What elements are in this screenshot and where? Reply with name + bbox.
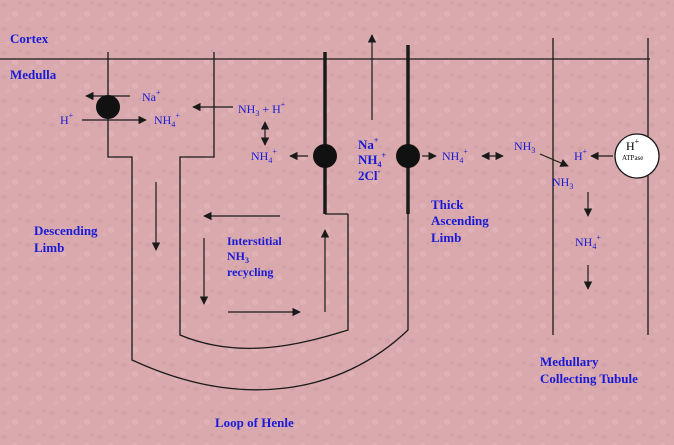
h-atpase-pump [614,133,660,179]
nh4-ion-label-descending: NH4+ [154,111,180,129]
nh3-label-interstitium-right: NH3 [514,139,536,155]
na-ion-label: Na+ [142,88,161,104]
loop-tubule-outer-wall [107,52,409,391]
loop-of-henle-label: Loop of Henle [215,415,294,430]
nh3-plus-h-label: NH3 + H+ [238,100,286,118]
descending-limb-label-1: Descending [34,223,98,238]
nkcc-transporter-left [313,144,337,168]
cl-ion-label-thick: 2Cl- [358,167,381,183]
nh3-label-collecting: NH3 [552,175,574,191]
arrow-nh3-into-tubule [539,153,569,167]
h-ion-label-collecting: H+ [574,147,588,163]
thick-limb-label-2: Ascending [431,213,489,228]
nh4-ion-label-right: NH4+ [442,147,468,165]
collecting-tubule-label-1: Medullary [540,354,599,369]
h-ion-label-descending: H+ [60,111,74,127]
thick-limb-label-3: Limb [431,230,462,245]
cortex-label: Cortex [10,31,49,46]
nkcc-transporter-right [396,144,420,168]
medulla-label: Medulla [10,67,57,82]
thick-limb-label-1: Thick [431,197,464,212]
nh4-ion-label-interstitium: NH4+ [251,147,277,165]
interstitial-nh3-label: NH3 [227,249,249,265]
na-h-exchanger-transporter [96,95,120,119]
atpase-label: ATPase [622,154,644,162]
collecting-tubule-label-2: Collecting Tubule [540,371,638,386]
interstitial-label: Interstitial [227,234,282,248]
descending-limb-label-2: Limb [34,240,65,255]
nh4-ion-label-thick: NH4+ [358,151,387,169]
na-ion-label-thick: Na+ [358,136,379,152]
loop-tubule-inner-wall [179,52,349,349]
atpase-h-label: H+ [626,137,640,153]
recycling-label: recycling [227,265,274,279]
nh4-ion-label-collecting: NH4+ [575,233,601,251]
